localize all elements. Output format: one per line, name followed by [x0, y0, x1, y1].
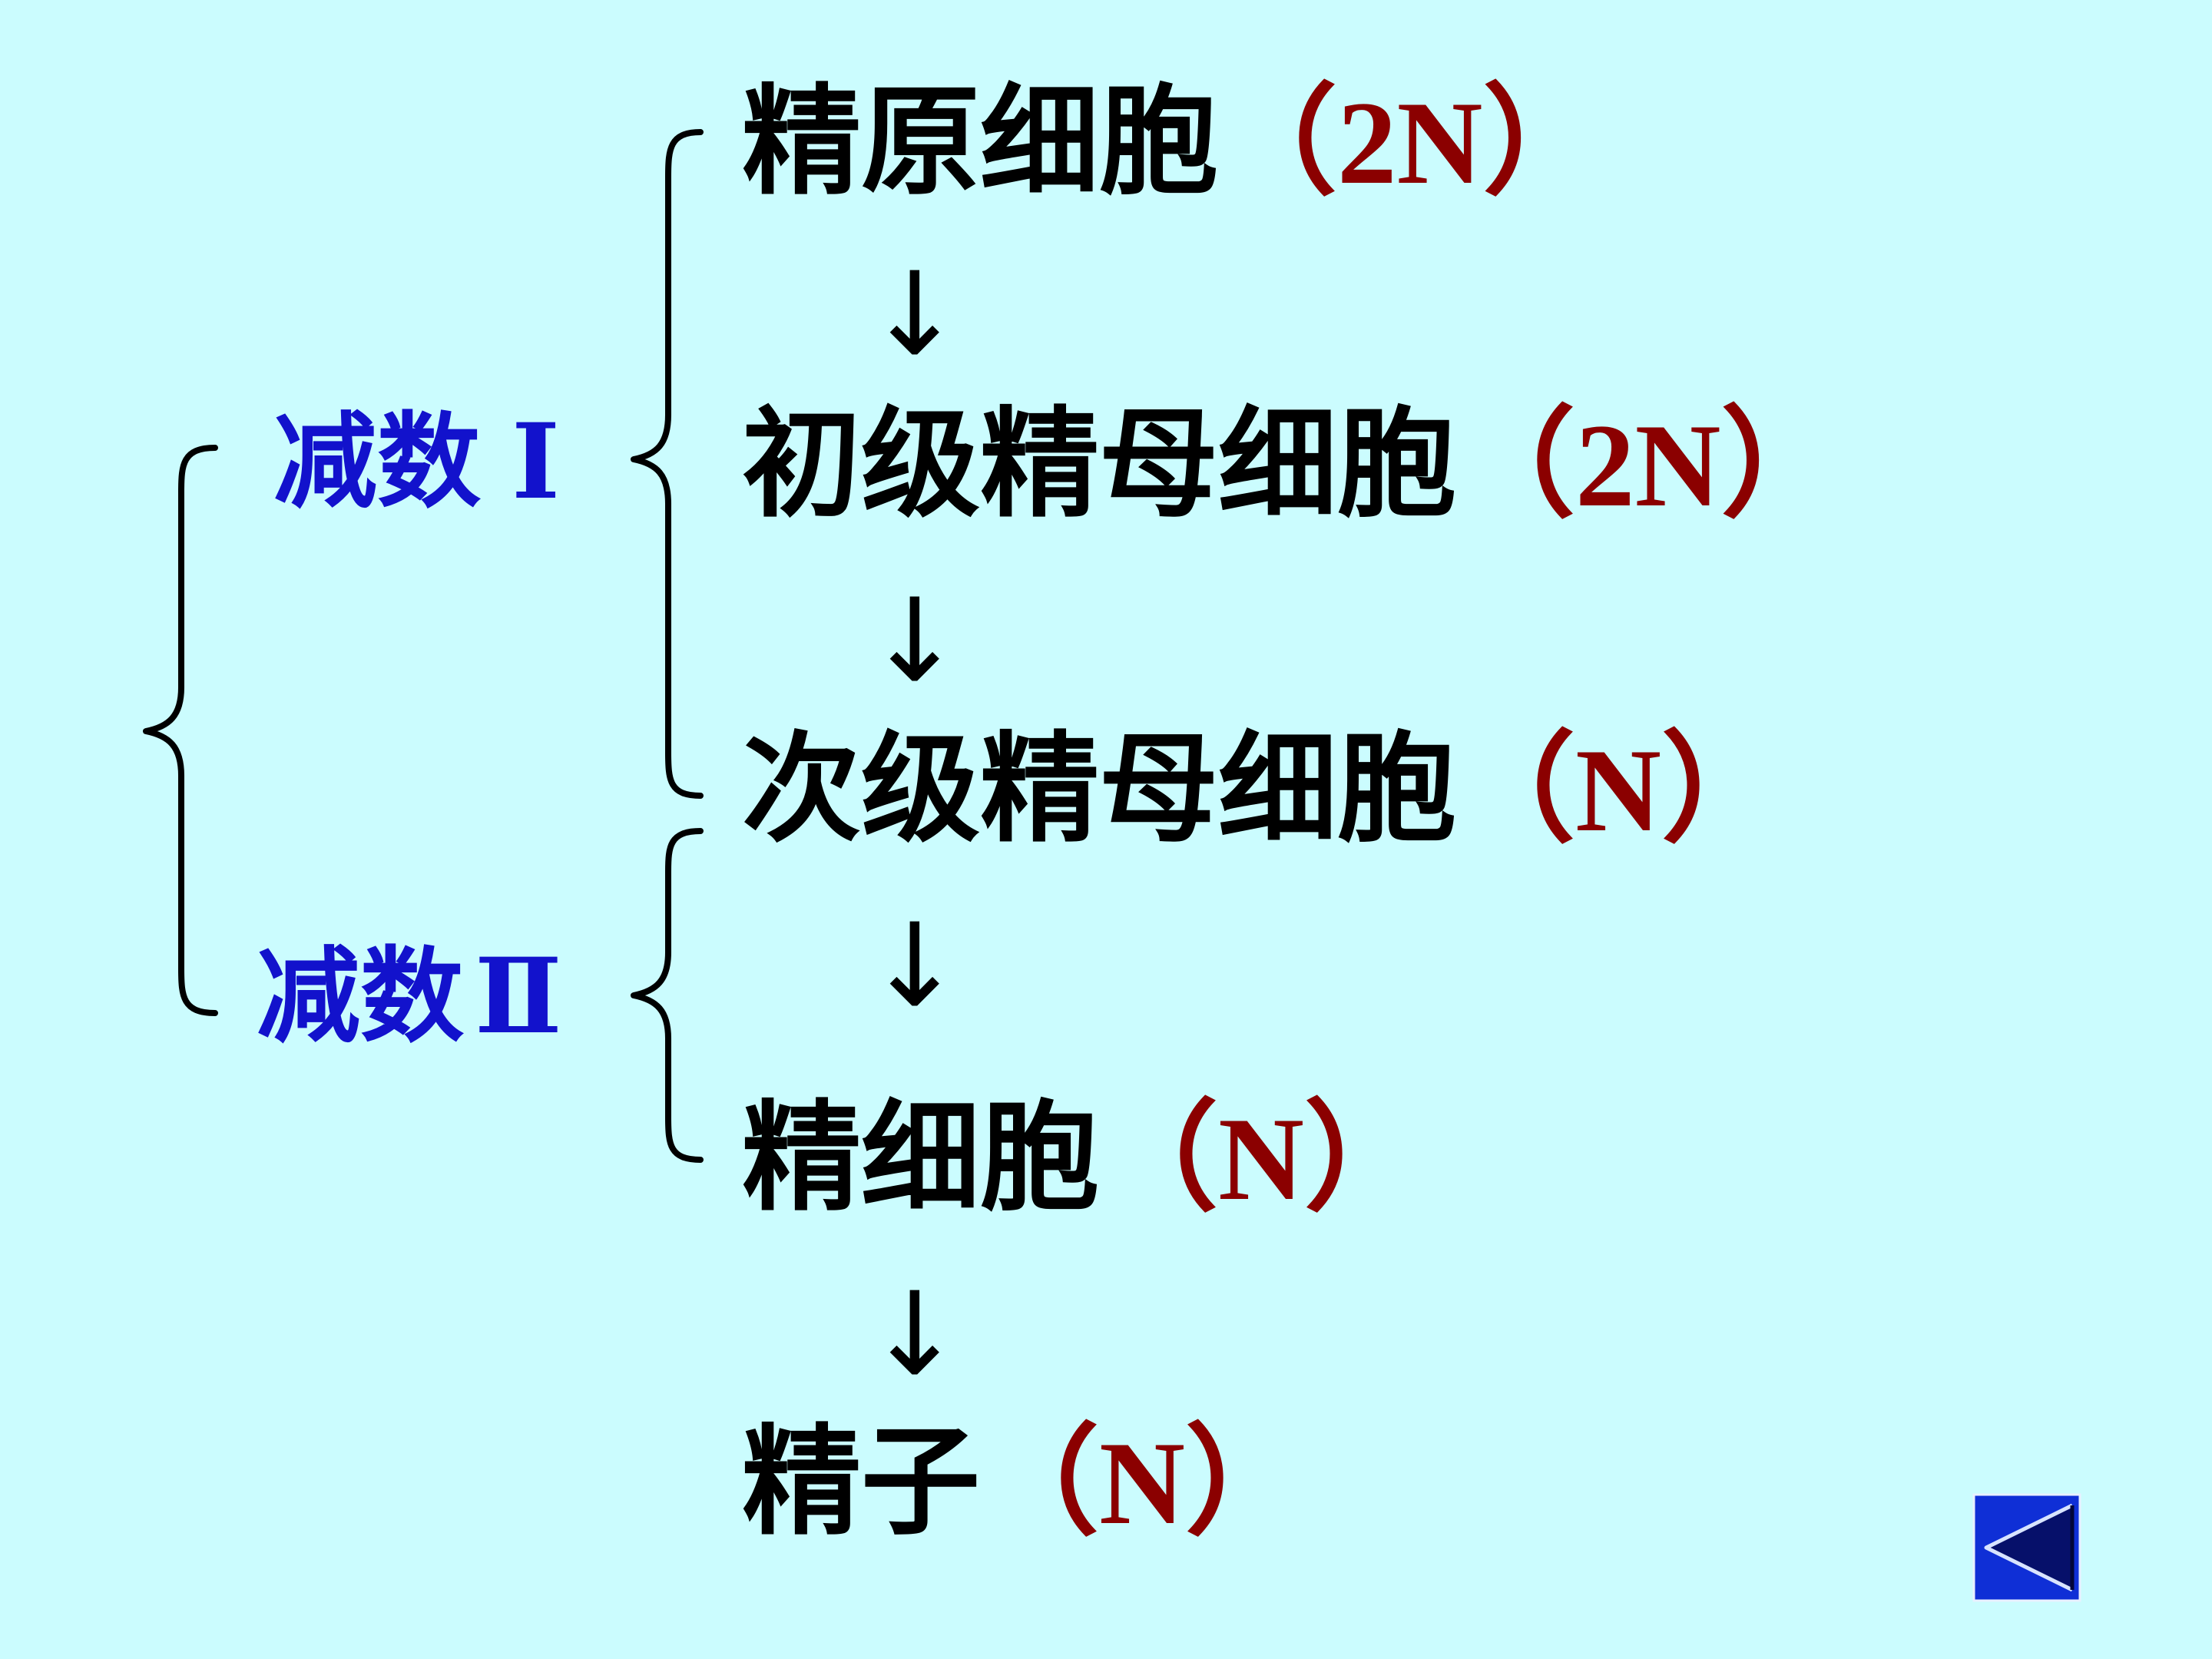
ploidy-label: （N）	[1099, 1093, 1423, 1225]
cell-name: 次级精母细胞	[742, 720, 1456, 859]
outer-brace	[143, 445, 218, 1016]
phase-text: 减数	[257, 936, 464, 1057]
ploidy-label: （N）	[980, 1417, 1304, 1549]
stage-spermatid: 精细胞（N）	[742, 1089, 1423, 1228]
down-arrow-icon: ↓	[866, 1268, 963, 1402]
ploidy-label: （2N）	[1218, 77, 1602, 209]
phase-label-meiosis-one: 减数 Ⅰ	[273, 401, 560, 525]
ploidy-label: （2N）	[1456, 399, 1840, 531]
stage-primary-spermatocyte: 初级精母细胞（2N）	[742, 396, 1839, 535]
stage-sperm: 精子（N）	[742, 1413, 1304, 1552]
down-arrow-icon: ↓	[866, 899, 963, 1033]
down-arrow-icon: ↓	[866, 248, 963, 382]
phase-text: 减数	[273, 402, 481, 522]
ploidy-label: （N）	[1456, 724, 1780, 856]
back-triangle-icon	[1972, 1493, 2081, 1602]
phase-numeral: Ⅰ	[512, 406, 561, 521]
meiosis-two-brace	[631, 828, 704, 1163]
stage-secondary-spermatocyte: 次级精母细胞（N）	[742, 720, 1780, 859]
cell-name: 精子	[742, 1412, 980, 1551]
cell-name: 精原细胞	[742, 72, 1218, 211]
stage-spermatogonium: 精原细胞（2N）	[742, 73, 1601, 212]
cell-name: 精细胞	[742, 1088, 1099, 1227]
meiosis-one-brace	[631, 129, 704, 799]
down-arrow-icon: ↓	[866, 575, 963, 708]
back-button[interactable]	[1972, 1493, 2081, 1602]
phase-numeral: Ⅱ	[475, 941, 562, 1055]
cell-name: 初级精母细胞	[742, 395, 1456, 534]
